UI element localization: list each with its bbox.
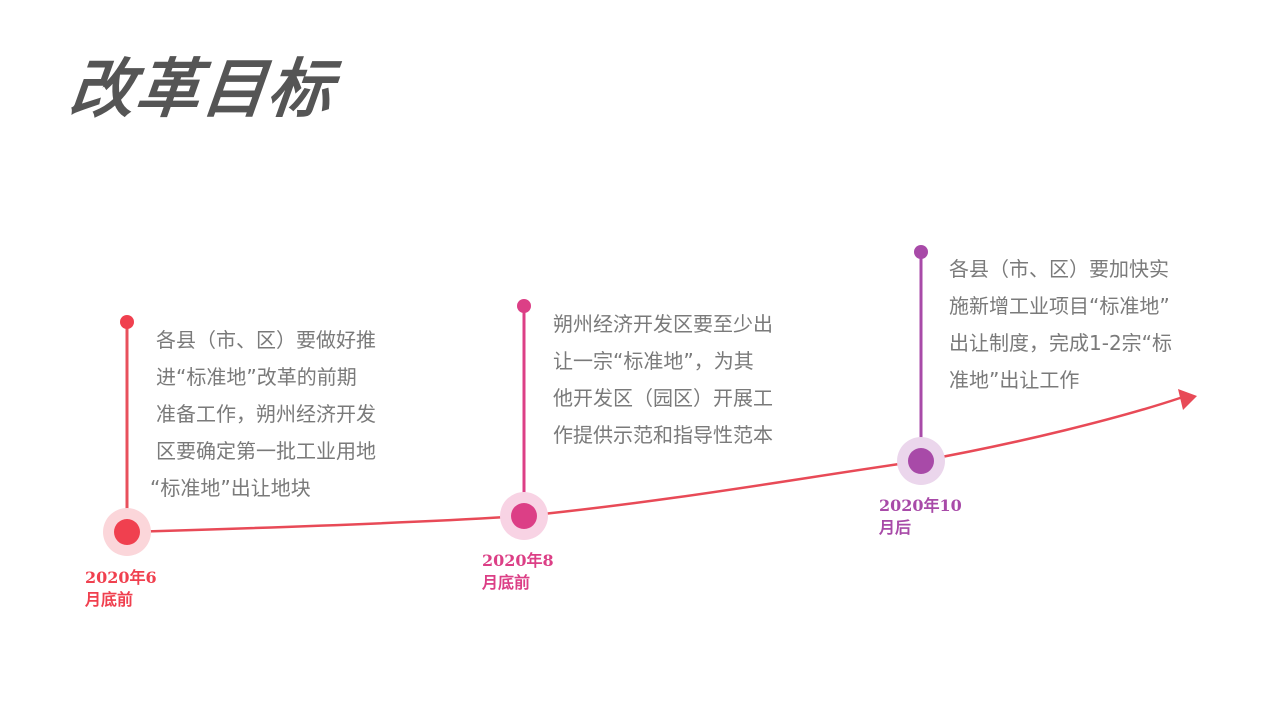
- milestone-2-marker: [500, 299, 548, 540]
- milestone-1-line: 准备工作，朔州经济开发: [156, 402, 376, 426]
- milestone-1-date-year: 2020年6: [85, 568, 157, 587]
- milestone-3-date-month: 月后: [879, 518, 912, 537]
- milestone-2-line: 朔州经济开发区要至少出: [553, 312, 773, 336]
- milestone-3-marker: [897, 245, 945, 485]
- milestone-3-line: 施新增工业项目“标准地”: [949, 294, 1170, 318]
- milestone-3-description: 各县（市、区）要加快实 施新增工业项目“标准地” 出让制度，完成1-2宗“标 准…: [949, 251, 1219, 399]
- milestone-1-date-month: 月底前: [85, 590, 134, 609]
- milestone-1-line: “标准地”出让地块: [150, 476, 311, 500]
- milestone-3-line: 出让制度，完成1-2宗“标: [949, 331, 1173, 355]
- milestone-2-line: 让一宗“标准地”，为其: [553, 349, 754, 373]
- milestone-2-date-year: 2020年8: [482, 551, 554, 570]
- milestone-1-line: 进“标准地”改革的前期: [156, 365, 357, 389]
- milestone-1-line: 区要确定第一批工业用地: [156, 439, 376, 463]
- milestone-2-description: 朔州经济开发区要至少出 让一宗“标准地”，为其 他开发区（园区）开展工 作提供示…: [553, 306, 803, 454]
- arrow-head-icon: [1178, 389, 1197, 410]
- milestone-3-date-year: 2020年10: [879, 496, 962, 515]
- milestone-2-date-month: 月底前: [482, 573, 531, 592]
- milestone-2-date: 2020年8 月底前: [482, 550, 554, 594]
- milestone-3-line: 准地”出让工作: [949, 368, 1080, 392]
- timeline-curve: [126, 396, 1182, 534]
- milestone-1-date: 2020年6 月底前: [85, 567, 157, 611]
- milestone-3-date: 2020年10 月后: [879, 495, 962, 539]
- milestone-1-description: 各县（市、区）要做好推 进“标准地”改革的前期 准备工作，朔州经济开发 区要确定…: [150, 322, 406, 507]
- milestone-2-line: 作提供示范和指导性范本: [553, 423, 773, 447]
- milestone-2-line: 他开发区（园区）开展工: [553, 386, 773, 410]
- milestone-1-marker: [103, 315, 151, 556]
- milestone-3-line: 各县（市、区）要加快实: [949, 257, 1169, 281]
- milestone-1-line: 各县（市、区）要做好推: [156, 328, 376, 352]
